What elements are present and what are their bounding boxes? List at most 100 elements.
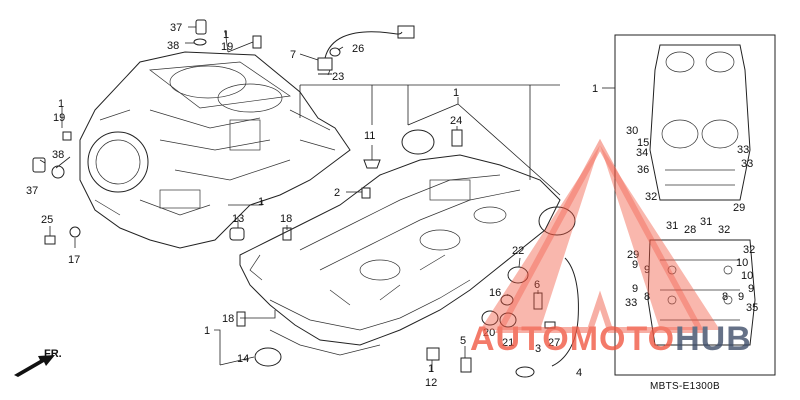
bolt-5 [460,357,472,373]
watermark-word-auto: AUTOMOTOHUB [470,320,752,358]
connector-4 [515,366,535,378]
switch-wire-4 [551,257,579,367]
bolt-3 [544,321,556,329]
leader-lines [39,26,615,372]
grommet-13 [229,227,245,241]
bolt-25 [44,235,56,245]
plug-bolt-37 [195,19,207,35]
sensor-wire [324,31,403,59]
callout-26: 26 [352,43,364,55]
upper-crankcase [79,51,351,249]
callout-9-d: 9 [748,283,754,295]
callout-9-c: 9 [632,283,638,295]
callout-14: 14 [237,353,249,365]
diagram-code: MBTS-E1300B [650,381,720,392]
callout-17: 17 [68,254,80,266]
callout-35: 35 [746,302,758,314]
watermark-triangle-logo [480,145,720,330]
seal-20 [481,310,499,326]
callout-19-top: 19 [221,41,233,53]
callout-32-a: 32 [645,191,657,203]
plug-11 [363,159,381,169]
callout-18-upper: 18 [280,213,292,225]
callout-2: 2 [334,187,340,199]
dowel-18-lower [236,311,246,327]
washer-17 [69,226,81,238]
bearing-right [538,206,576,236]
sensor-assembly [317,25,415,75]
callout-37-top: 37 [170,22,182,34]
callout-32-c: 32 [743,244,755,256]
plug-bolt-37-left [32,157,46,173]
callout-38-left: 38 [52,149,64,161]
o-ring-26 [329,47,341,57]
callout-25: 25 [41,214,53,226]
callout-8-a: 8 [644,291,650,303]
callout-10-b: 10 [741,270,753,282]
pattern-frame [614,34,776,376]
sensor-body-7 [317,57,333,71]
callout-6: 6 [534,279,540,291]
washer-16 [500,294,514,306]
callout-9-a: 9 [632,259,638,271]
bearing-top [401,129,435,155]
callout-28: 28 [684,224,696,236]
callout-3: 3 [535,343,541,355]
lower-crankcase [239,154,561,356]
callout-30: 30 [626,125,638,137]
callout-18-lower: 18 [222,313,234,325]
callout-32-b: 32 [718,224,730,236]
sensor-connector [397,25,415,39]
callout-1-lower-left: 1 [204,325,210,337]
callout-33-a: 33 [737,144,749,156]
callout-9-b: 9 [644,264,650,276]
o-ring-38 [193,38,207,46]
watermark: AUTOMOTOHUB [470,138,752,358]
front-direction-arrow: FR. [14,348,62,377]
callout-labels: 37 1 38 19 7 26 23 1 19 38 37 25 17 13 1… [26,22,758,389]
callout-29-b: 29 [627,249,639,261]
callout-15: 15 [637,137,649,149]
callout-21: 21 [502,337,514,349]
callout-1-mid: 1 [453,87,459,99]
callout-5: 5 [460,335,466,347]
callout-22: 22 [512,245,524,257]
callout-19-left: 19 [53,112,65,124]
callout-23: 23 [332,71,344,83]
callout-38-top: 38 [167,40,179,52]
callout-31-b: 31 [700,216,712,228]
callout-29-a: 29 [733,202,745,214]
callout-16: 16 [489,287,501,299]
washer-38-left [51,165,65,179]
dowel-24 [451,129,463,147]
callout-24: 24 [450,115,462,127]
callout-4: 4 [576,367,582,379]
callout-1-center: 1 [258,196,264,208]
callout-11: 11 [364,130,375,142]
callout-1-top: 1 [223,29,229,41]
callout-33-c: 33 [625,297,637,309]
upper-case-small-parts [32,19,292,245]
dowel-19-left [62,131,72,141]
seal-22 [507,266,529,284]
bolt-pattern-diagram [614,34,776,376]
callout-9-e: 9 [738,291,744,303]
front-label: FR. [44,348,62,360]
callout-1-left: 1 [58,98,64,110]
callout-12: 12 [425,377,437,389]
cap-14 [254,347,282,367]
callout-13: 13 [232,213,244,225]
callout-34: 34 [636,147,648,159]
callout-33-b: 33 [741,158,753,170]
seal-21 [499,312,517,328]
callout-1-bottom: 1 [428,363,434,375]
callout-37-left: 37 [26,185,38,197]
plug-12 [426,347,440,361]
callout-31-a: 31 [666,220,678,232]
callout-36: 36 [637,164,649,176]
callout-1-pattern: 1 [592,83,598,95]
callout-8-b: 8 [722,291,728,303]
callout-7: 7 [290,49,296,61]
